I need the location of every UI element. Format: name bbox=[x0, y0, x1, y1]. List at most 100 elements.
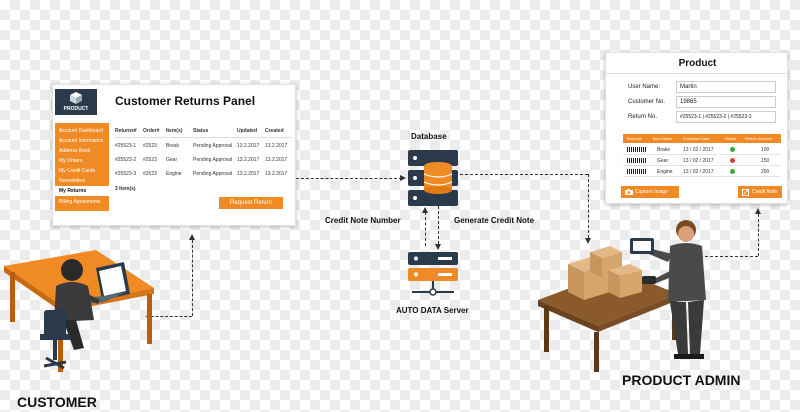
table-row: Gear 13 / 02 / 2017 150 bbox=[623, 156, 781, 166]
sidebar-item-my-orders[interactable]: My Orders bbox=[59, 158, 83, 164]
header-item-name: Item Name bbox=[653, 136, 673, 141]
product-title: Product bbox=[678, 58, 717, 69]
arrow-up-icon bbox=[755, 208, 761, 214]
return-no-value: #25523-1 | #25523-2 | #25523-3 bbox=[680, 114, 752, 120]
arrow-down-icon bbox=[435, 244, 441, 250]
table-row: Engine 13 / 02 / 2017 200 bbox=[623, 167, 781, 177]
connector-database-to-admin-down bbox=[588, 174, 589, 238]
camera-icon bbox=[625, 189, 633, 195]
cube-icon bbox=[70, 92, 82, 104]
table-cell: #2523 bbox=[143, 157, 157, 163]
header-return-amount: Return Amount bbox=[745, 136, 772, 141]
product-title-divider bbox=[606, 73, 789, 74]
status-green-dot bbox=[730, 147, 735, 152]
header-returns: Returns# bbox=[115, 128, 137, 134]
return-amount: 150 bbox=[761, 158, 770, 164]
request-return-button[interactable]: Request Return bbox=[219, 197, 283, 209]
barcode-icon bbox=[627, 158, 647, 163]
table-cell: 13.2.2017 bbox=[265, 143, 288, 149]
header-purchase-date: Purchase Date bbox=[683, 136, 710, 141]
panel-title: Customer Returns Panel bbox=[115, 94, 256, 108]
table-row: Brake 13 / 02 / 2017 100 bbox=[623, 145, 781, 155]
return-amount: 200 bbox=[761, 169, 770, 175]
header-created: Created bbox=[265, 128, 284, 134]
item-name: Engine bbox=[657, 169, 673, 175]
arrow-up-icon bbox=[422, 207, 428, 213]
auto-data-server-icon bbox=[408, 252, 458, 300]
product-table-header: Barcode Item Name Purchase Date Status R… bbox=[623, 134, 781, 143]
table-cell: #2523 bbox=[143, 171, 157, 177]
credit-note-button[interactable]: Credit Note bbox=[738, 186, 782, 198]
header-status: Status bbox=[193, 128, 209, 134]
capture-image-button[interactable]: Capture Image bbox=[621, 186, 679, 198]
generate-credit-note-label: Generate Credit Note bbox=[454, 216, 535, 225]
return-no-label: Return No. bbox=[628, 114, 658, 120]
barcode-icon bbox=[627, 147, 647, 152]
logo-text: PRODUCT bbox=[63, 106, 89, 112]
sidebar-item-newsletters[interactable]: Newsletters bbox=[59, 178, 86, 184]
barcode-icon bbox=[627, 169, 647, 174]
sidebar-item-label: My Returns bbox=[59, 188, 87, 194]
customer-no-label: Customer No. bbox=[628, 99, 666, 105]
header-updated: Updated bbox=[237, 128, 257, 134]
connector-admin-to-product-up bbox=[758, 214, 759, 256]
customer-returns-panel: PRODUCT Customer Returns Panel Account D… bbox=[52, 84, 296, 226]
table-cell: #25523-1 bbox=[115, 143, 137, 149]
table-cell: Engine bbox=[166, 171, 182, 177]
item-name: Gear bbox=[657, 158, 669, 164]
status-green-dot bbox=[730, 169, 735, 174]
purchase-date: 13 / 02 / 2017 bbox=[683, 147, 714, 153]
product-logo: PRODUCT bbox=[55, 89, 97, 115]
header-order: Order# bbox=[143, 128, 160, 134]
arrow-up-icon bbox=[189, 234, 195, 240]
purchase-date: 13 / 02 / 2017 bbox=[683, 158, 714, 164]
product-panel: Product User Name: Martin Customer No. 1… bbox=[605, 52, 789, 204]
return-no-field: #25523-1 | #25523-2 | #25523-3 bbox=[676, 111, 776, 123]
item-name: Brake bbox=[657, 147, 671, 153]
sidebar-item-account-dashboard[interactable]: Account Dashboard bbox=[59, 128, 103, 134]
product-admin-label: PRODUCT ADMIN bbox=[622, 372, 741, 388]
button-label: Capture Image bbox=[635, 189, 669, 195]
customer-label: CUSTOMER bbox=[17, 394, 97, 410]
table-cell: 13.2.2017 bbox=[265, 171, 288, 177]
item-count: 3 Item(s) bbox=[115, 186, 136, 192]
status-red-dot bbox=[730, 158, 735, 163]
customer-illustration bbox=[4, 240, 164, 390]
credit-note-number-label: Credit Note Number bbox=[325, 216, 401, 225]
header-items: Item(s) bbox=[166, 128, 183, 134]
table-cell: 13.2.2017 bbox=[237, 157, 260, 163]
returns-table: Returns# Order# Item(s) Status Updated C… bbox=[115, 125, 291, 195]
arrow-right-icon bbox=[400, 175, 406, 181]
table-cell: Pending Approval bbox=[193, 157, 233, 163]
connector-server-to-database bbox=[425, 212, 426, 246]
connector-database-to-server bbox=[438, 206, 439, 244]
user-name-label: User Name: bbox=[628, 84, 661, 90]
database-label: Database bbox=[411, 132, 447, 141]
auto-data-server-label: AUTO DATA Server bbox=[396, 306, 469, 315]
purchase-date: 13 / 02 / 2017 bbox=[683, 169, 714, 175]
sidebar-item-address-book[interactable]: Address Book bbox=[59, 148, 91, 154]
table-cell: 13.2.2017 bbox=[237, 171, 260, 177]
table-cell: Pending Approval bbox=[193, 143, 233, 149]
return-amount: 100 bbox=[761, 147, 770, 153]
table-cell: 13.2.2017 bbox=[237, 143, 260, 149]
sidebar-item-my-returns[interactable]: My Returns bbox=[55, 186, 109, 196]
table-cell: Gear bbox=[166, 157, 178, 163]
table-cell: #2523 bbox=[143, 143, 157, 149]
user-name-value: Martin bbox=[680, 84, 697, 90]
sidebar-item-billing-agreements[interactable]: Billing Agreements bbox=[59, 199, 101, 205]
sidebar-item-my-credit-cards[interactable]: My Credit Cards bbox=[59, 168, 96, 174]
sidebar-item-account-information[interactable]: Account Information bbox=[59, 138, 104, 144]
connector-customer-to-panel-up bbox=[192, 240, 193, 316]
table-cell: Pending Approval bbox=[193, 171, 233, 177]
connector-admin-to-product bbox=[700, 256, 758, 257]
customer-no-field: 19865 bbox=[676, 96, 776, 108]
header-barcode: Barcode bbox=[627, 136, 642, 141]
connector-database-to-admin bbox=[460, 174, 588, 175]
connector-customer-to-panel bbox=[146, 316, 192, 317]
header-status: Status bbox=[725, 136, 737, 141]
database-server-icon bbox=[408, 150, 458, 206]
button-label: Request Return bbox=[229, 200, 273, 206]
account-sidebar: Account Dashboard Account Information Ad… bbox=[55, 123, 109, 211]
customer-no-value: 19865 bbox=[680, 99, 697, 105]
